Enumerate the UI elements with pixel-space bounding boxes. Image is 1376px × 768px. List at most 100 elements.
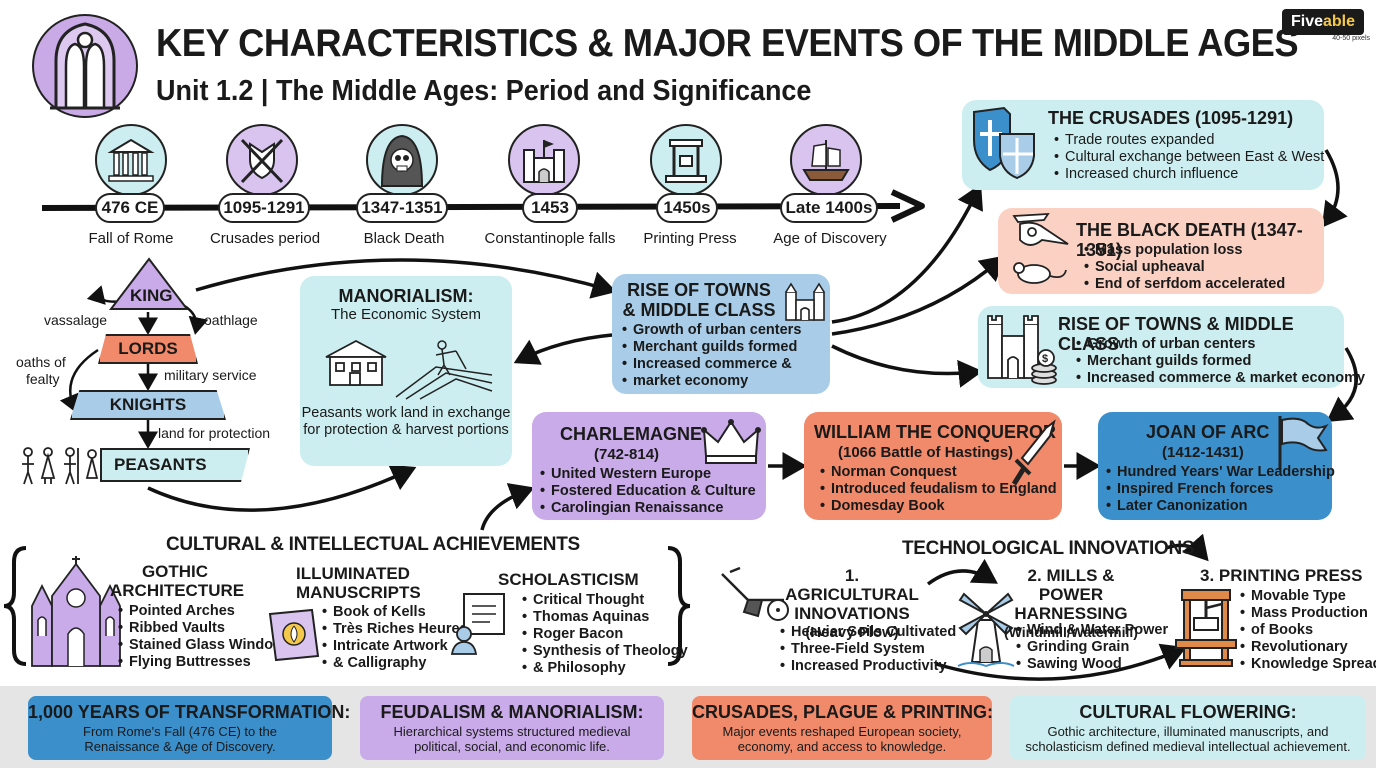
manuscripts-item: Book of Kells [322, 604, 468, 621]
scholasticism-list: Critical Thought Thomas Aquinas Roger Ba… [522, 592, 688, 677]
rise-center-title-2: & MIDDLE CLASS [622, 300, 776, 320]
crusades-card: THE CRUSADES (1095-1291) Trade routes ex… [962, 100, 1324, 190]
summary-card-feudalism: FEUDALISM & MANORIALISM: Hierarchical sy… [360, 696, 664, 760]
rise-center-item: Growth of urban centers [622, 322, 830, 339]
manuscripts-title-1: ILLUMINATED [296, 564, 410, 583]
summary-body: Gothic architecture, illuminated manuscr… [1025, 724, 1351, 754]
gothic-title-2: ARCHITECTURE [110, 581, 245, 600]
press-item: Mass Production [1240, 605, 1376, 622]
gothic-title: GOTHIC ARCHITECTURE [110, 562, 245, 600]
page-subtitle: Unit 1.2 | The Middle Ages: Period and S… [156, 75, 812, 107]
pyramid-lords: LORDS [98, 334, 198, 364]
pyramid-peasants: PEASANTS [100, 448, 250, 482]
black-death-card: THE BLACK DEATH (1347-1351) Mass populat… [998, 208, 1324, 294]
label-fealty: fealty [26, 371, 60, 387]
william-item: Domesday Book [820, 498, 1057, 515]
joan-dates: (1412-1431) [1162, 444, 1244, 461]
manuscripts-title-2: MANUSCRIPTS [296, 583, 421, 602]
left-brace [3, 546, 27, 666]
crusader-shields-icon [973, 106, 1035, 180]
scholasticism-item: Critical Thought [522, 592, 688, 609]
crossed-swords-icon [226, 124, 298, 196]
agri-list: Heavier Soils Cultivated Three-Field Sys… [780, 624, 956, 675]
timeline-date-black-death: 1347-1351 [356, 193, 448, 223]
timeline-date-crusades: 1095-1291 [218, 193, 310, 223]
rise-right-item: Increased commerce & market economy [1076, 370, 1365, 387]
press-item-cont: of Books [1251, 622, 1314, 638]
illuminated-book-icon [268, 608, 320, 662]
scholar-scroll-icon [450, 593, 505, 655]
rise-of-towns-center-card: RISE OF TOWNS & MIDDLE CLASS Growth of u… [612, 274, 830, 394]
gothic-item: Stained Glass Windows [118, 637, 292, 654]
press-item: Movable Type [1240, 588, 1376, 605]
mills-item: Sawing Wood [1016, 656, 1168, 673]
mills-title-1: 2. MILLS & POWER [1027, 566, 1115, 604]
summary-body: Hierarchical systems structured medieval… [393, 724, 631, 754]
timeline-date-late-1400s: Late 1400s [780, 193, 878, 223]
agri-item: Increased Productivity [780, 658, 956, 675]
press-list: Movable Type Mass Production of Books Re… [1240, 588, 1376, 673]
rise-right-item: Growth of urban centers [1076, 336, 1365, 353]
pyramid-king: KING [130, 286, 173, 305]
gothic-cathedral-icon [31, 556, 121, 667]
brand-logo[interactable]: Fiveable [1282, 9, 1364, 35]
charlemagne-title: CHARLEMAGNE [560, 424, 702, 444]
scholasticism-item: Roger Bacon [522, 626, 688, 643]
rise-center-item: market economy [622, 373, 830, 390]
black-death-item: Social upheaval [1084, 259, 1285, 276]
pyramid-knights: KNIGHTS [70, 390, 226, 420]
gothic-list: Pointed Arches Ribbed Vaults Stained Gla… [118, 603, 292, 671]
manuscripts-item: & Calligraphy [322, 655, 468, 672]
town-castle-icon [785, 282, 825, 321]
gothic-title-1: GOTHIC [141, 562, 209, 581]
peasants-figures-icon [22, 447, 99, 485]
timeline-date-1450s: 1450s [656, 193, 718, 223]
gothic-item: Flying Buttresses [118, 654, 292, 671]
agri-item: Three-Field System [780, 641, 956, 658]
joan-item: Hundred Years' War Leadership [1106, 464, 1335, 481]
timeline-bar [41, 203, 901, 211]
press-item-cont: Knowledge Spread [1251, 656, 1376, 672]
summary-title: FEUDALISM & MANORIALISM: [380, 702, 644, 722]
william-title: WILLIAM THE CONQUEROR [814, 422, 1056, 442]
manorialism-card: MANORIALISM: The Economic System Peasant… [300, 276, 512, 466]
timeline-label: Constantinople falls [484, 230, 616, 247]
timeline-label: Printing Press [643, 230, 737, 247]
summary-body: Major events reshaped European society, … [722, 724, 962, 754]
summary-title: CRUSADES, PLAGUE & PRINTING: [692, 702, 994, 722]
manuscripts-item: Intricate Artwork [322, 638, 468, 655]
label-oaths-of: oaths of [16, 354, 66, 370]
label-oathlage: oathlage [204, 312, 258, 328]
tech-section-title: TECHNOLOGICAL INNOVATIONS [902, 538, 1195, 559]
rise-right-item: Merchant guilds formed [1076, 353, 1365, 370]
mills-list: Wind & Water Power Grinding Grain Sawing… [1016, 622, 1168, 673]
brand-tagline: 40-50 pixels [1332, 35, 1370, 42]
timeline-label: Black Death [363, 230, 445, 247]
charlemagne-item: Carolingian Renaissance [540, 500, 756, 517]
printing-press-icon [650, 124, 722, 196]
castle-icon [508, 124, 580, 196]
mills-item: Wind & Water Power [1016, 622, 1168, 639]
town-coins-icon: $ [987, 315, 1057, 385]
timeline-date-476: 476 CE [95, 193, 165, 223]
crusades-item: Increased church influence [1054, 166, 1324, 183]
manor-farm-icon [325, 339, 493, 400]
rise-center-item: Merchant guilds formed [622, 339, 830, 356]
gothic-item: Ribbed Vaults [118, 620, 292, 637]
crusades-title: THE CRUSADES (1095-1291) [1048, 108, 1294, 128]
charlemagne-dates: (742-814) [594, 446, 660, 463]
charlemagne-item: United Western Europe [540, 466, 756, 483]
timeline-label: Age of Discovery [773, 230, 887, 247]
banner-flag-icon [1278, 416, 1329, 470]
plague-doctor-rat-icon [1012, 212, 1069, 284]
joan-item: Inspired French forces [1106, 481, 1335, 498]
charlemagne-card: CHARLEMAGNE (742-814) United Western Eur… [532, 412, 766, 520]
black-death-item: Mass population loss [1084, 242, 1285, 259]
press-item: Knowledge Spread [1240, 656, 1376, 673]
press-item: Revolutionary [1240, 639, 1376, 656]
skull-icon [366, 124, 438, 196]
printing-press-large-icon [1175, 589, 1237, 667]
manuscripts-title: ILLUMINATED MANUSCRIPTS [296, 564, 421, 602]
mills-title-2: HARNESSING [1014, 604, 1128, 623]
rise-center-item-cont: market economy [633, 373, 749, 389]
